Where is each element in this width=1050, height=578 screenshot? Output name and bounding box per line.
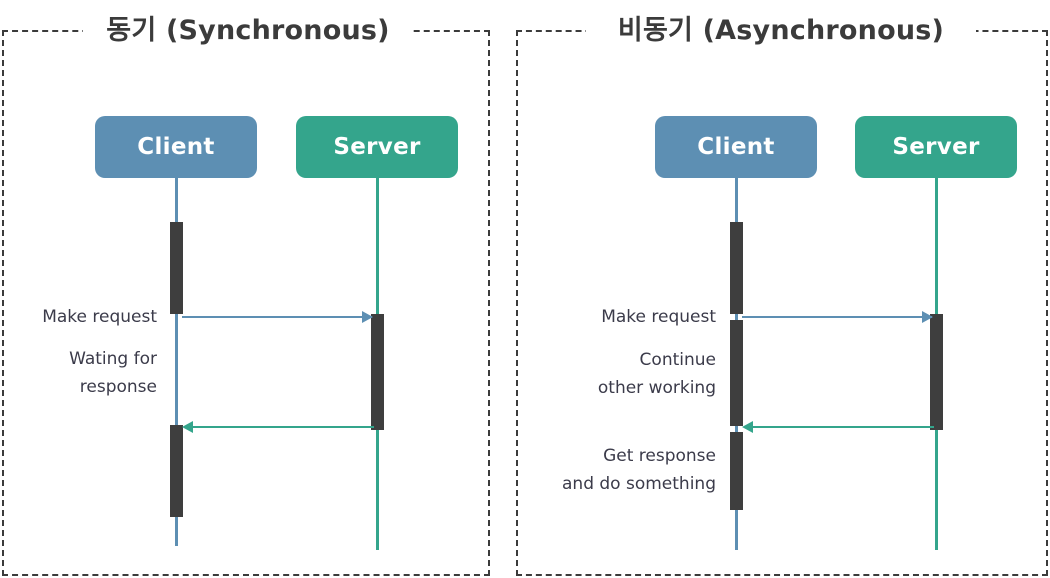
arrow-head-left-icon-sync <box>182 421 193 433</box>
panel-synchronous: 동기 (Synchronous) Client Server Make requ… <box>2 15 490 576</box>
actor-box-client-sync[interactable]: Client <box>95 116 257 178</box>
activation-client-async-3 <box>730 432 743 510</box>
activation-server-sync-1 <box>371 314 384 430</box>
arrow-head-right-icon-async <box>922 311 933 323</box>
arrow-response-sync <box>184 426 374 429</box>
actor-label-client-sync: Client <box>137 134 215 160</box>
actor-label-server-sync: Server <box>333 134 421 160</box>
panel-asynchronous-title: 비동기 (Asynchronous) <box>617 15 945 46</box>
arrow-make-request-async <box>742 316 932 319</box>
arrow-response-async <box>744 426 934 429</box>
activation-client-async-2 <box>730 320 743 426</box>
step-label-make-request-sync: Make request <box>42 307 157 327</box>
panel-asynchronous: 비동기 (Asynchronous) Client Server Make re… <box>516 15 1048 576</box>
activation-client-async-1 <box>730 222 743 314</box>
arrow-head-left-icon-async <box>742 421 753 433</box>
lifeline-client-sync <box>175 178 178 546</box>
actor-label-client-async: Client <box>697 134 775 160</box>
panel-synchronous-title: 동기 (Synchronous) <box>106 15 390 46</box>
panel-synchronous-title-gap <box>83 24 413 38</box>
step-label-get-response-async: Get response and do something <box>562 446 716 494</box>
panel-asynchronous-title-gap <box>586 24 976 38</box>
activation-client-sync-1 <box>170 222 183 314</box>
actor-box-client-async[interactable]: Client <box>655 116 817 178</box>
arrow-head-right-icon-sync <box>362 311 373 323</box>
actor-label-server-async: Server <box>892 134 980 160</box>
arrow-make-request-sync <box>182 316 372 319</box>
actor-box-server-sync[interactable]: Server <box>296 116 458 178</box>
step-label-waiting-sync: Wating for response <box>69 349 157 397</box>
actor-box-server-async[interactable]: Server <box>855 116 1017 178</box>
step-label-make-request-async: Make request <box>601 307 716 327</box>
activation-client-sync-2 <box>170 425 183 517</box>
step-label-continue-async: Continue other working <box>597 350 716 398</box>
activation-server-async-1 <box>930 314 943 430</box>
